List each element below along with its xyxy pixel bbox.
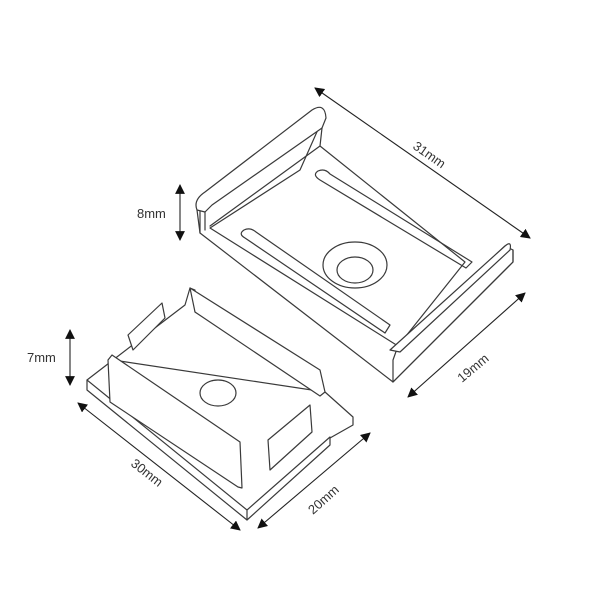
label-31mm: 31mm: [410, 138, 448, 171]
label-30mm: 30mm: [128, 456, 166, 490]
label-20mm: 20mm: [305, 482, 342, 517]
dimension-7mm: 7mm: [27, 329, 75, 386]
countersunk-hole-outer: [322, 241, 388, 289]
label-8mm: 8mm: [137, 206, 166, 221]
end-cap: [86, 287, 354, 521]
countersunk-hole-inner: [336, 256, 374, 284]
label-7mm: 7mm: [27, 350, 56, 365]
label-19mm: 19mm: [454, 351, 491, 386]
dimension-31mm: 31mm: [314, 87, 531, 239]
dimension-8mm: 8mm: [137, 184, 185, 241]
